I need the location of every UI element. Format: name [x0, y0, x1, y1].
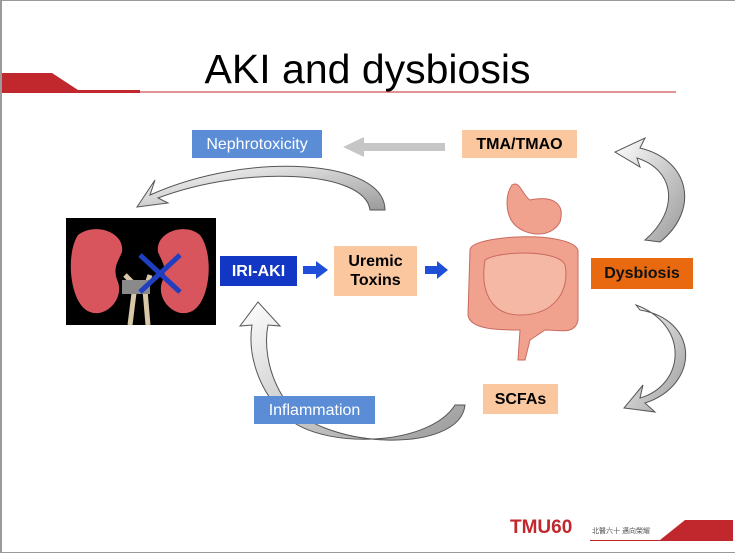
- intestine-image: [467, 183, 579, 361]
- curved-arrow-top-left: [135, 165, 386, 211]
- node-tma-tmao: TMA/TMAO: [462, 130, 577, 158]
- arrow-tmao-to-nephrotoxicity: [343, 137, 445, 157]
- node-nephrotoxicity: Nephrotoxicity: [192, 130, 322, 158]
- node-scfas: SCFAs: [483, 384, 558, 414]
- node-dysbiosis: Dysbiosis: [591, 258, 693, 289]
- curved-arrow-bottom-loop: [238, 301, 466, 441]
- node-uremic-toxins: Uremic Toxins: [334, 246, 417, 296]
- node-inflammation: Inflammation: [254, 396, 375, 424]
- kidney-image: [66, 218, 216, 326]
- arrow-iri-to-toxins: [303, 261, 328, 279]
- curved-arrow-right-top: [613, 136, 686, 243]
- tmu-logo: TMU60: [510, 517, 573, 538]
- header-red-bar: [2, 73, 140, 93]
- logo-tagline: 北醫六十 邁向榮耀: [592, 528, 650, 535]
- curved-arrow-right-bottom: [623, 303, 687, 413]
- slide-title: AKI and dysbiosis: [204, 46, 531, 92]
- footer-red-bar: [590, 520, 733, 541]
- node-iri-aki: IRI-AKI: [220, 256, 297, 286]
- arrow-toxins-to-gut: [425, 261, 448, 279]
